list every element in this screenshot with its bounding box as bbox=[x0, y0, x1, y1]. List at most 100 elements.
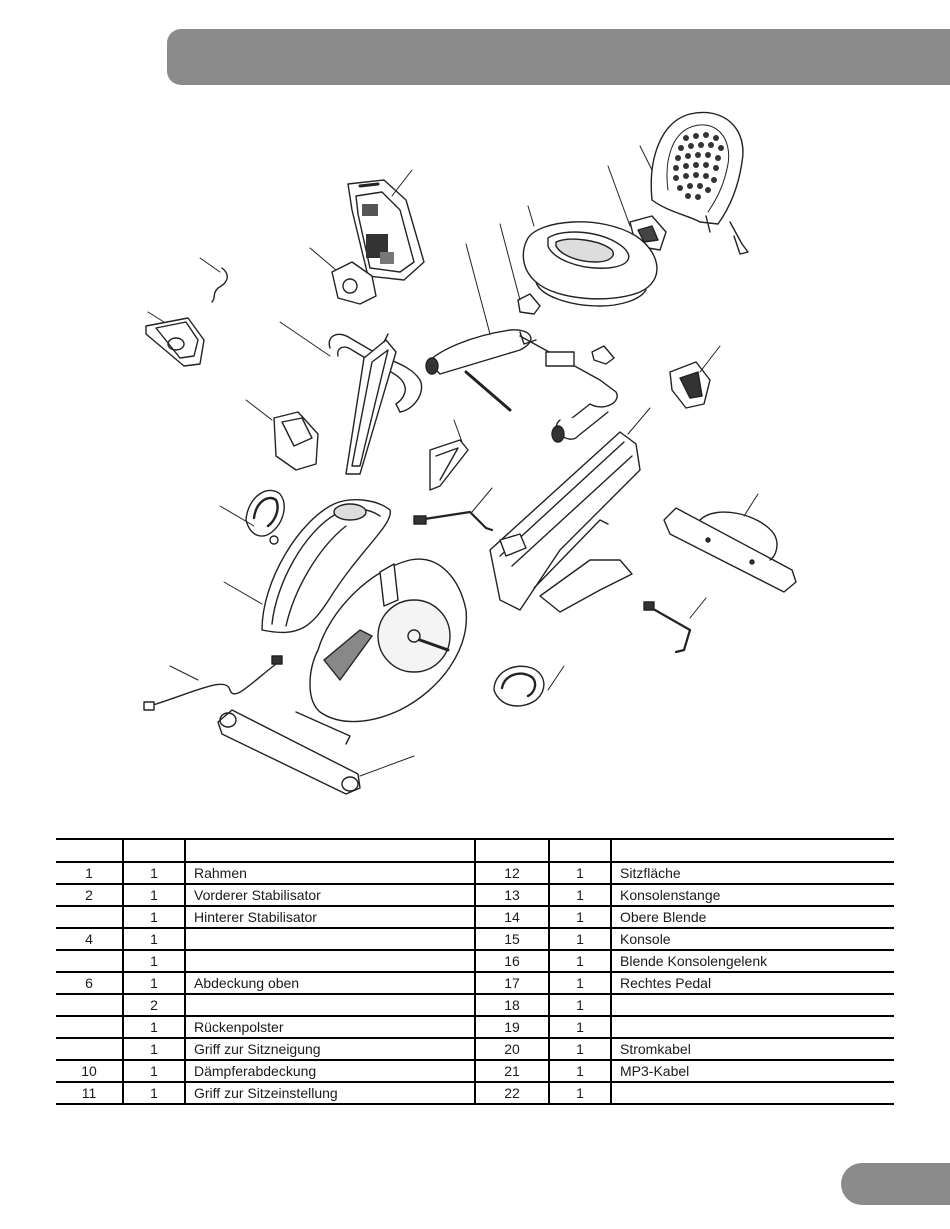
part-number: 21 bbox=[474, 1059, 549, 1083]
table-row: 2 1 Vorderer Stabilisator 13 1 Konsolens… bbox=[56, 883, 894, 907]
part-number bbox=[56, 905, 123, 929]
page-number-tab bbox=[841, 1163, 950, 1205]
part-quantity: 1 bbox=[548, 927, 611, 951]
header-bar bbox=[167, 29, 950, 85]
part-description: MP3-Kabel bbox=[610, 1059, 894, 1083]
seat-cushion-part bbox=[522, 221, 658, 307]
table-row: 10 1 Dämpferabdeckung 21 1 MP3-Kabel bbox=[56, 1059, 894, 1083]
side-cover-part bbox=[145, 317, 205, 367]
part-description: Griff zur Sitzeinstellung bbox=[184, 1081, 475, 1105]
table-row: 1 1 Rahmen 12 1 Sitzfläche bbox=[56, 861, 894, 885]
console-part bbox=[347, 179, 425, 281]
part-description: Griff zur Sitzneigung bbox=[184, 1037, 475, 1061]
part-description bbox=[610, 993, 894, 1017]
part-number bbox=[56, 1037, 123, 1061]
part-quantity: 1 bbox=[122, 1015, 185, 1039]
part-description bbox=[184, 993, 475, 1017]
part-description: Blende Konsolengelenk bbox=[610, 949, 894, 973]
part-quantity: 1 bbox=[122, 927, 185, 951]
part-description bbox=[610, 1015, 894, 1039]
part-quantity: 1 bbox=[122, 883, 185, 907]
main-frame-part bbox=[489, 431, 641, 613]
part-number bbox=[56, 1015, 123, 1039]
part-description: Obere Blende bbox=[610, 905, 894, 929]
part-number: 18 bbox=[474, 993, 549, 1017]
part-description: Rechtes Pedal bbox=[610, 971, 894, 995]
table-row: 4 1 15 1 Konsole bbox=[56, 927, 894, 951]
part-description: Rahmen bbox=[184, 861, 475, 885]
rear-cover-part bbox=[669, 361, 711, 409]
part-number: 2 bbox=[56, 883, 123, 907]
part-quantity: 1 bbox=[548, 1037, 611, 1061]
part-number: 10 bbox=[56, 1059, 123, 1083]
part-number: 4 bbox=[56, 927, 123, 951]
seat-back-part bbox=[650, 111, 749, 255]
flywheel-housing-part bbox=[309, 558, 468, 723]
part-description: Konsolenstange bbox=[610, 883, 894, 907]
seat-tilt-lever-part bbox=[413, 510, 494, 532]
front-shroud-part bbox=[261, 499, 391, 634]
right-pedal-part bbox=[493, 665, 545, 707]
part-quantity: 1 bbox=[548, 971, 611, 995]
power-cable-part bbox=[143, 655, 283, 711]
part-number bbox=[56, 993, 123, 1017]
parts-list-table: 1 1 Rahmen 12 1 Sitzfläche 2 1 Vorderer … bbox=[56, 838, 894, 1105]
part-number bbox=[56, 949, 123, 973]
seat-clamp-part bbox=[517, 293, 615, 365]
part-quantity: 1 bbox=[122, 905, 185, 929]
front-stabilizer-part bbox=[217, 709, 361, 795]
part-quantity: 1 bbox=[548, 949, 611, 973]
part-number: 16 bbox=[474, 949, 549, 973]
part-description: Konsole bbox=[610, 927, 894, 951]
part-description: Hinterer Stabilisator bbox=[184, 905, 475, 929]
part-quantity: 1 bbox=[122, 861, 185, 885]
part-description bbox=[184, 949, 475, 973]
callout-lines bbox=[147, 145, 759, 777]
part-description: Dämpferabdeckung bbox=[184, 1059, 475, 1083]
part-description: Rückenpolster bbox=[184, 1015, 475, 1039]
table-row: 1 Griff zur Sitzneigung 20 1 Stromkabel bbox=[56, 1037, 894, 1061]
part-quantity: 1 bbox=[122, 1037, 185, 1061]
part-description bbox=[610, 1081, 894, 1105]
wire-part bbox=[211, 267, 228, 303]
table-row: 11 1 Griff zur Sitzeinstellung 22 1 bbox=[56, 1081, 894, 1105]
part-quantity: 2 bbox=[122, 993, 185, 1017]
seat-adjust-handle-part bbox=[429, 439, 469, 491]
part-quantity: 1 bbox=[122, 1059, 185, 1083]
seat-rail-assembly-part bbox=[425, 329, 618, 443]
console-joint-cover-part bbox=[331, 261, 377, 305]
part-quantity: 1 bbox=[122, 949, 185, 973]
part-quantity: 1 bbox=[548, 1015, 611, 1039]
part-number: 13 bbox=[474, 883, 549, 907]
part-quantity: 1 bbox=[548, 905, 611, 929]
part-quantity: 1 bbox=[122, 1081, 185, 1105]
part-number: 15 bbox=[474, 927, 549, 951]
table-header-row bbox=[56, 838, 894, 863]
part-description: Vorderer Stabilisator bbox=[184, 883, 475, 907]
left-pedal-part bbox=[245, 489, 285, 545]
part-quantity: 1 bbox=[122, 971, 185, 995]
part-quantity: 1 bbox=[548, 993, 611, 1017]
part-description: Stromkabel bbox=[610, 1037, 894, 1061]
upper-shroud-part bbox=[273, 411, 319, 471]
part-description bbox=[184, 927, 475, 951]
part-number: 17 bbox=[474, 971, 549, 995]
part-number: 19 bbox=[474, 1015, 549, 1039]
part-quantity: 1 bbox=[548, 861, 611, 885]
table-row: 1 Hinterer Stabilisator 14 1 Obere Blend… bbox=[56, 905, 894, 929]
part-description: Abdeckung oben bbox=[184, 971, 475, 995]
part-number: 22 bbox=[474, 1081, 549, 1105]
table-row: 1 16 1 Blende Konsolengelenk bbox=[56, 949, 894, 973]
part-quantity: 1 bbox=[548, 1059, 611, 1083]
part-number: 20 bbox=[474, 1037, 549, 1061]
part-quantity: 1 bbox=[548, 1081, 611, 1105]
table-row: 6 1 Abdeckung oben 17 1 Rechtes Pedal bbox=[56, 971, 894, 995]
part-quantity: 1 bbox=[548, 883, 611, 907]
table-row: 2 18 1 bbox=[56, 993, 894, 1017]
part-number: 11 bbox=[56, 1081, 123, 1105]
rear-stabilizer-part bbox=[663, 507, 797, 593]
exploded-parts-diagram bbox=[143, 111, 797, 795]
table-row: 1 Rückenpolster 19 1 bbox=[56, 1015, 894, 1039]
part-description: Sitzfläche bbox=[610, 861, 894, 885]
seat-handle-right-part bbox=[643, 601, 692, 654]
